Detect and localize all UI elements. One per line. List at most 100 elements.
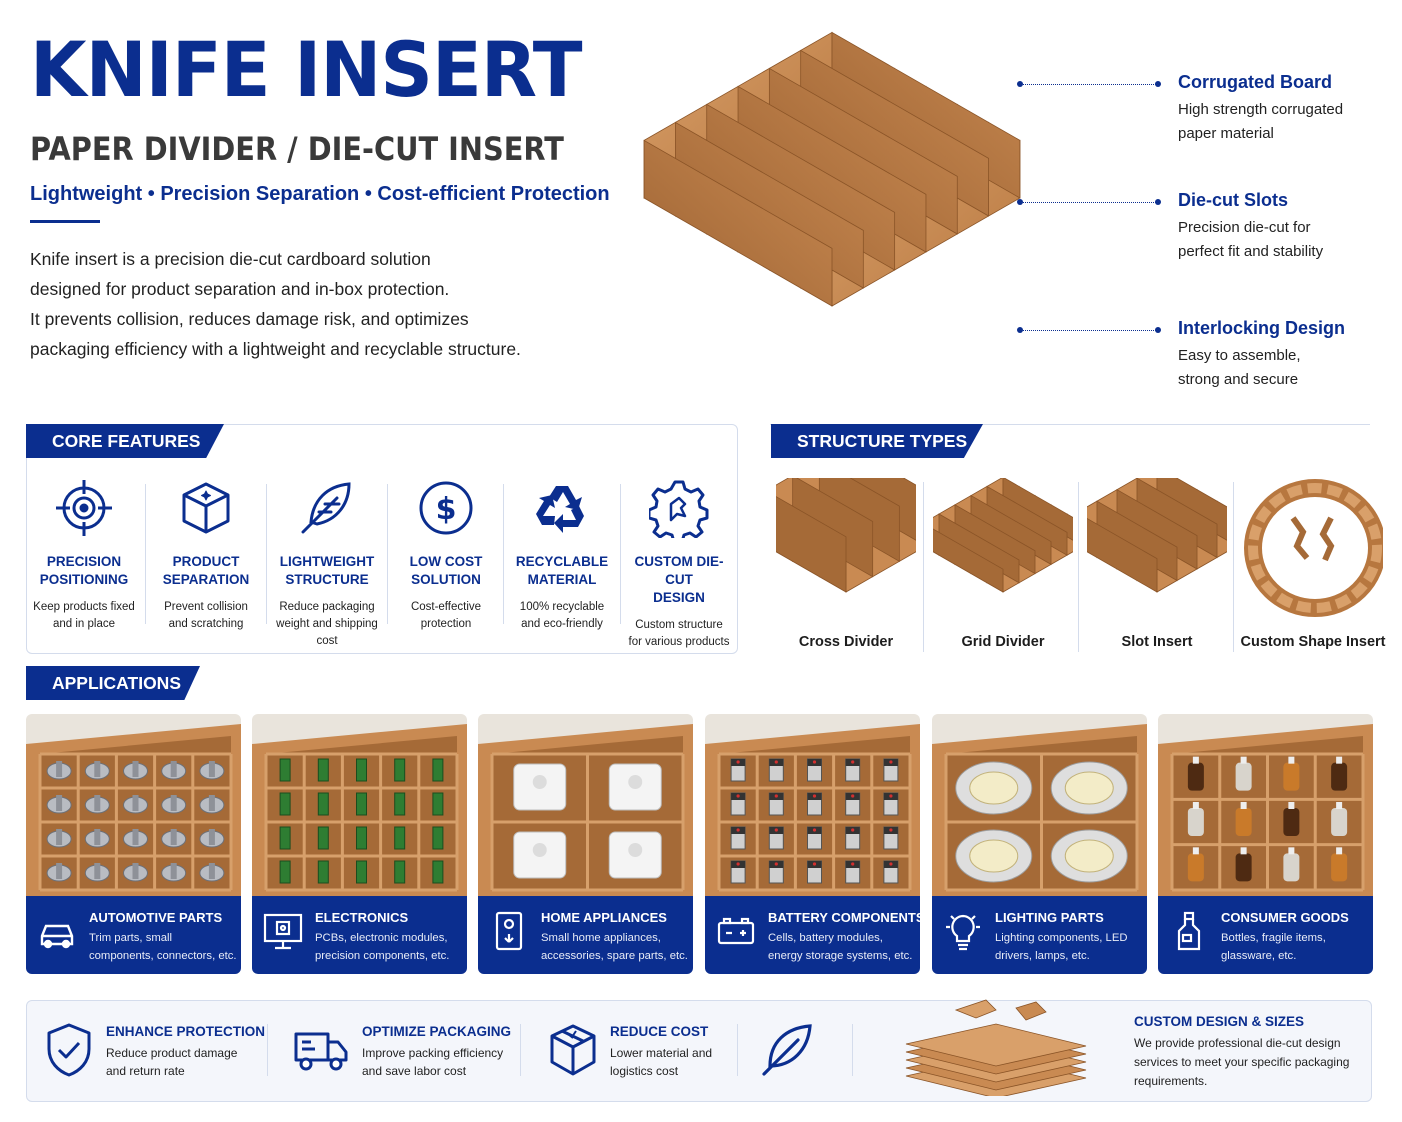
metal-part-shaft bbox=[170, 761, 177, 777]
bottle-cap bbox=[1240, 802, 1247, 809]
appliance-icon bbox=[495, 911, 523, 951]
feature-divider bbox=[266, 484, 267, 624]
bottle-item bbox=[1331, 808, 1348, 836]
battery-item-terminal bbox=[736, 794, 740, 798]
structure-cross-divider: Cross Divider bbox=[765, 444, 927, 650]
metal-part-shaft bbox=[56, 863, 63, 879]
battery-item-terminal bbox=[851, 760, 855, 764]
metal-part-shaft bbox=[56, 829, 63, 845]
pcb-item bbox=[432, 792, 444, 816]
battery-item-terminal bbox=[889, 760, 893, 764]
benefit-divider bbox=[267, 1024, 268, 1076]
consumer-goods-photo bbox=[1158, 714, 1373, 896]
feature-divider bbox=[145, 484, 146, 624]
pcb-item bbox=[317, 758, 329, 782]
bottle-item bbox=[1235, 853, 1252, 882]
metal-part-shaft bbox=[56, 795, 63, 811]
slot-insert-image bbox=[1076, 465, 1238, 593]
custom-design-title: CUSTOM DESIGN & SIZES bbox=[1134, 1014, 1305, 1029]
battery-item-terminal bbox=[851, 862, 855, 866]
bottle-cap bbox=[1192, 847, 1199, 855]
bottle-item bbox=[1187, 762, 1204, 791]
grid-divider-image bbox=[922, 476, 1084, 593]
lamp-item-led bbox=[1064, 839, 1114, 873]
automotive-parts-photo bbox=[26, 714, 241, 896]
tagline: Lightweight • Precision Separation • Cos… bbox=[30, 183, 610, 205]
battery-item-terminal bbox=[812, 794, 817, 798]
application-consumer-goods: CONSUMER GOODS Bottles, fragile items, g… bbox=[1158, 714, 1373, 974]
custom-shape-insert-image bbox=[1244, 479, 1386, 617]
battery-item-terminal bbox=[851, 828, 855, 832]
truck-icon bbox=[294, 1032, 348, 1071]
feature-divider bbox=[620, 484, 621, 624]
metal-part-shaft bbox=[94, 795, 101, 811]
appliance-item-detail bbox=[628, 843, 643, 857]
custom-design-description: We provide professional die-cut design s… bbox=[1134, 1036, 1350, 1088]
bottle-cap bbox=[1288, 756, 1295, 764]
application-electronics: ELECTRONICS PCBs, electronic modules, pr… bbox=[252, 714, 467, 974]
core-features-heading: CORE FEATURES bbox=[26, 424, 224, 458]
structure-types-rule bbox=[770, 424, 1370, 425]
bottle-cap bbox=[1336, 756, 1343, 764]
metal-part-shaft bbox=[208, 863, 215, 879]
pcb-item bbox=[432, 758, 444, 782]
metal-part-shaft bbox=[132, 863, 139, 879]
lighting-parts-photo bbox=[932, 714, 1147, 896]
metal-part-shaft bbox=[208, 795, 215, 811]
metal-part-shaft bbox=[170, 829, 177, 845]
svg-text:$: $ bbox=[436, 492, 457, 527]
bottle-cap bbox=[1336, 802, 1343, 809]
car-icon bbox=[40, 924, 74, 949]
recycle-icon bbox=[536, 486, 584, 533]
bottle-item bbox=[1187, 853, 1204, 882]
gear-icon bbox=[647, 480, 709, 544]
bottle-cap bbox=[1288, 847, 1295, 855]
divider-panel bbox=[643, 139, 833, 307]
page-subtitle: PAPER DIVIDER / DIE-CUT INSERT bbox=[30, 130, 564, 168]
application-automotive-parts: AUTOMOTIVE PARTS Trim parts, small compo… bbox=[26, 714, 241, 974]
battery-item-terminal bbox=[812, 862, 817, 866]
bottle-cap bbox=[1192, 756, 1199, 764]
page-title: KNIFE INSERT bbox=[30, 25, 583, 114]
pcb-item bbox=[317, 826, 329, 850]
bottle-item bbox=[1283, 853, 1300, 882]
lamp-item-led bbox=[969, 839, 1019, 873]
core-features-panel bbox=[26, 424, 738, 654]
benefit-divider bbox=[737, 1024, 738, 1076]
bottle-item bbox=[1235, 808, 1252, 836]
title-underline bbox=[30, 220, 100, 223]
benefit-divider bbox=[852, 1024, 853, 1076]
bottle-cap bbox=[1240, 756, 1247, 764]
benefits-bar bbox=[26, 1000, 1372, 1102]
battery-item-terminal bbox=[774, 828, 778, 832]
battery-components-photo bbox=[705, 714, 920, 896]
lamp-item-led bbox=[1064, 771, 1114, 805]
applications-heading: APPLICATIONS bbox=[26, 666, 200, 700]
pcb-item bbox=[356, 860, 367, 884]
pcb-item bbox=[394, 758, 406, 782]
metal-part-shaft bbox=[170, 863, 177, 879]
benefit-divider bbox=[520, 1024, 521, 1076]
appliance-item-detail bbox=[532, 843, 547, 857]
metal-part-shaft bbox=[132, 795, 139, 811]
battery-item-terminal bbox=[736, 828, 740, 832]
bottle-item bbox=[1235, 762, 1252, 791]
flat-sheet bbox=[905, 1023, 1087, 1067]
pcb-item bbox=[279, 792, 291, 816]
pcb-item bbox=[432, 826, 444, 850]
leaf-icon bbox=[762, 1024, 812, 1076]
bottle-item bbox=[1331, 762, 1348, 791]
hero-description: Knife insert is a precision die-cut card… bbox=[30, 249, 521, 359]
metal-part-shaft bbox=[132, 761, 139, 777]
battery-item-terminal bbox=[774, 794, 778, 798]
structure-divider bbox=[1078, 482, 1079, 652]
structure-divider bbox=[923, 482, 924, 652]
battery-item-terminal bbox=[774, 862, 778, 866]
battery-item-terminal bbox=[889, 862, 893, 866]
structure-custom-shape-insert: Custom Shape Insert bbox=[1238, 478, 1388, 650]
lamp-item-led bbox=[969, 771, 1019, 805]
box-icon bbox=[550, 1024, 596, 1076]
metal-part-shaft bbox=[132, 829, 139, 845]
